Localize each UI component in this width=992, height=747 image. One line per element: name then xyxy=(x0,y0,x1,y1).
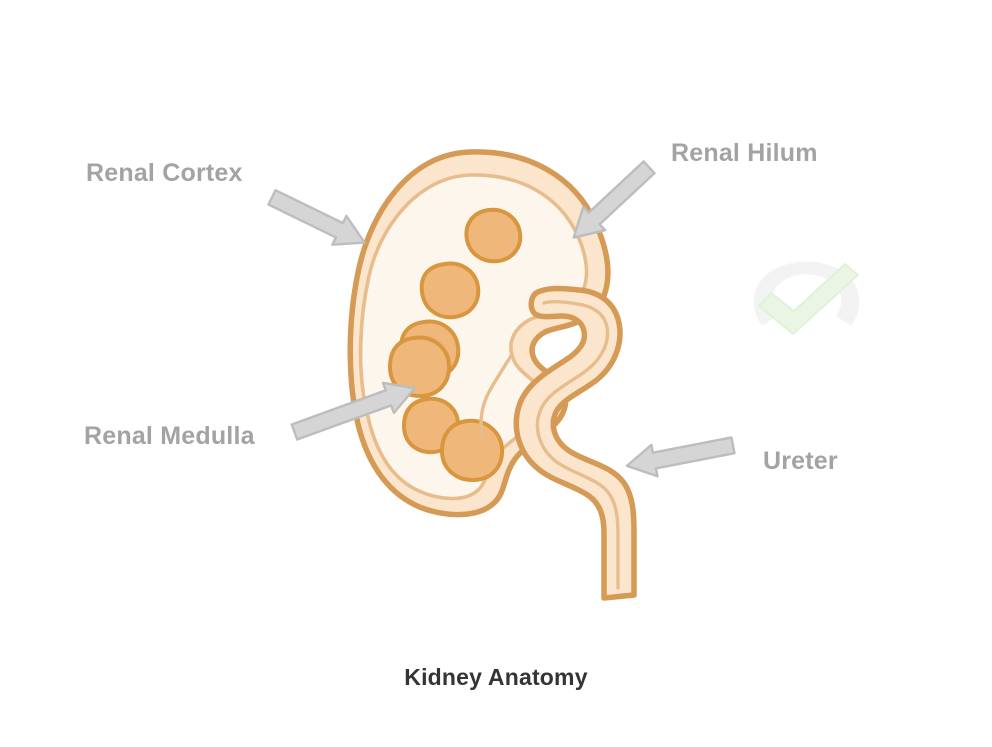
annotation-arrows-group xyxy=(267,160,736,478)
renal-pyramid-2 xyxy=(419,261,481,320)
renal-hilum-notch xyxy=(479,352,514,442)
label-renal-cortex: Renal Cortex xyxy=(86,159,243,187)
verified-check-badge[interactable] xyxy=(753,261,860,335)
renal-pyramid-6 xyxy=(440,418,505,482)
renal-pelvis-inner-line xyxy=(535,300,620,590)
arrow-renal-medulla xyxy=(290,381,416,441)
arrow-renal-cortex xyxy=(267,188,366,246)
label-ureter: Ureter xyxy=(763,447,838,475)
arrow-renal-hilum xyxy=(572,160,656,239)
diagram-title: Kidney Anatomy xyxy=(404,664,588,690)
renal-pyramids-group xyxy=(388,207,523,482)
renal-pyramid-1 xyxy=(464,207,523,264)
kidney-body-group xyxy=(347,149,637,601)
renal-pyramid-4 xyxy=(388,335,452,398)
label-renal-medulla: Renal Medulla xyxy=(84,422,255,450)
check-icon xyxy=(758,263,859,335)
label-renal-hilum: Renal Hilum xyxy=(671,139,818,167)
arrow-ureter xyxy=(625,436,736,478)
renal-pelvis xyxy=(513,285,637,601)
